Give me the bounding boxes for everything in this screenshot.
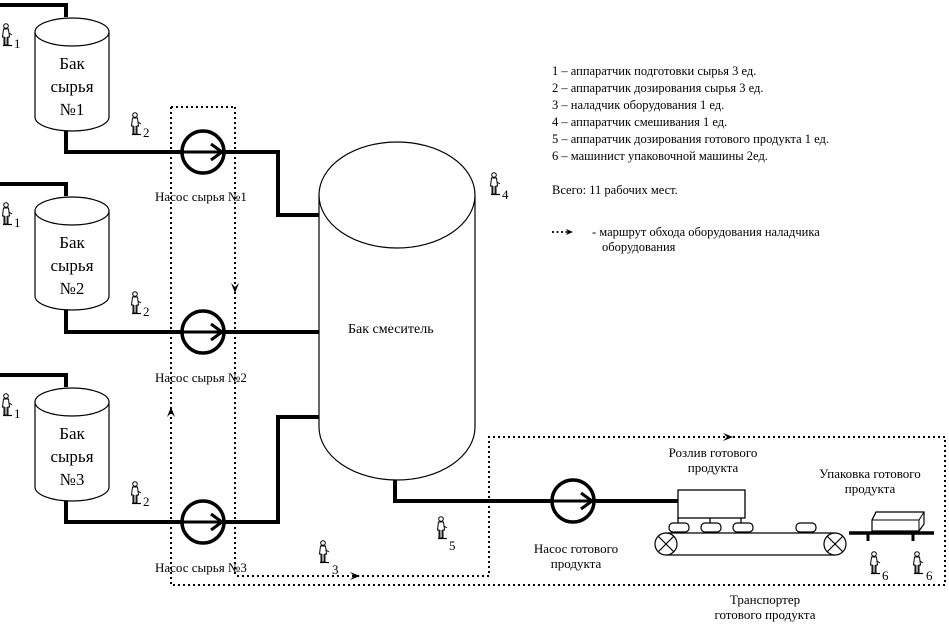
tank-2-label-line: Бак: [59, 233, 85, 252]
legend-route-line: - маршрут обхода оборудования наладчика: [592, 225, 820, 239]
filling-label: Розлив готового продукта: [648, 445, 778, 475]
adjuster-route: [170, 106, 946, 586]
legend-route-sample: [552, 229, 573, 235]
tank-1-label: Бак сырья №1: [35, 52, 109, 121]
tank-3: [34, 387, 110, 502]
pipe-mixer-filling: [393, 480, 678, 503]
worker-number: 4: [502, 187, 509, 202]
legend-item: 5 – аппаратчик дозирования готового прод…: [552, 132, 830, 146]
legend-item: 1 – аппаратчик подготовки сырья 3 ед.: [552, 64, 757, 78]
worker-icon: [130, 112, 142, 136]
legend-route-text: - маршрут обхода оборудования наладчика …: [592, 225, 820, 255]
tank-2-label-line: сырья: [50, 256, 94, 275]
route-arrows: [167, 283, 733, 580]
filling-station: [677, 489, 746, 528]
tank-3-label-line: Бак: [59, 424, 85, 443]
worker-number: 2: [143, 125, 150, 140]
packing-label: Упаковка готового продукта: [805, 466, 935, 496]
worker-number: 6: [926, 568, 933, 583]
conveyor-label: Транспортер готового продукта: [700, 592, 830, 622]
inlet-pipe-1: [0, 3, 68, 17]
product-pump-label: Насос готового продукта: [516, 541, 636, 571]
pipe-tank1-mixer: [64, 131, 319, 217]
worker-icon: [869, 551, 881, 575]
pump-1-label: Насос сырья №1: [155, 189, 247, 204]
tank-1-label-line: №1: [59, 100, 85, 119]
packing-label-line: Упаковка готового: [819, 466, 921, 481]
worker-number: 6: [882, 568, 889, 583]
inlet-pipe-2: [0, 182, 68, 196]
worker-icon: [1, 393, 13, 417]
tank-2: [34, 196, 110, 311]
tank-3-label-line: №3: [59, 470, 85, 489]
filling-label-line: продукта: [687, 460, 739, 475]
flow-arrows: [210, 142, 595, 532]
pipe-tank3-mixer: [64, 415, 319, 524]
tank-1-label-line: Бак: [59, 54, 85, 73]
worker-number: 1: [14, 36, 21, 51]
worker-icon: [912, 551, 924, 575]
tank-2-label: Бак сырья №2: [35, 231, 109, 300]
pump-2-label: Насос сырья №2: [155, 370, 247, 385]
tank-3-label-line: сырья: [50, 447, 94, 466]
tank-1: [34, 17, 110, 132]
worker-icon: [436, 516, 448, 540]
legend: 1 – аппаратчик подготовки сырья 3 ед. 2 …: [552, 63, 829, 199]
legend-total: Всего: 11 рабочих мест.: [552, 183, 678, 197]
inlet-pipe-3: [0, 373, 68, 387]
worker-number: 1: [14, 215, 21, 230]
worker-icon: [318, 540, 330, 564]
conveyor-label-line: Транспортер: [729, 592, 801, 607]
conveyor: [654, 522, 847, 556]
worker-icon: [1, 202, 13, 226]
legend-route-line: оборудования: [602, 240, 676, 254]
packing-label-line: продукта: [844, 481, 896, 496]
conveyor-label-line: готового продукта: [714, 607, 816, 622]
product-pump-label-line: Насос готового: [533, 541, 619, 556]
pump-3-label: Насос сырья №3: [155, 560, 247, 575]
packing-machine: [849, 511, 934, 541]
legend-item: 3 – наладчик оборудования 1 ед.: [552, 98, 725, 112]
mixer-label: Бак смеситель: [348, 322, 434, 337]
tank-1-label-line: сырья: [50, 77, 94, 96]
product-pump-label-line: продукта: [550, 556, 602, 571]
worker-icon: [130, 291, 142, 315]
tank-2-label-line: №2: [59, 279, 85, 298]
legend-item: 2 – аппаратчик дозирования сырья 3 ед.: [552, 81, 764, 95]
legend-item: 4 – аппаратчик смешивания 1 ед.: [552, 115, 728, 129]
worker-number: 1: [14, 406, 21, 421]
worker-number: 2: [143, 304, 150, 319]
worker-icon: [489, 172, 501, 196]
tank-3-label: Бак сырья №3: [35, 422, 109, 491]
legend-item: 6 – машинист упаковочной машины 2ед.: [552, 149, 768, 163]
worker-icon: [130, 481, 142, 505]
mixer-tank: [318, 141, 476, 481]
worker-icon: [1, 23, 13, 47]
filling-label-line: Розлив готового: [668, 445, 758, 460]
worker-number: 5: [449, 538, 456, 553]
worker-number: 3: [332, 562, 339, 577]
worker-number: 2: [143, 494, 150, 509]
